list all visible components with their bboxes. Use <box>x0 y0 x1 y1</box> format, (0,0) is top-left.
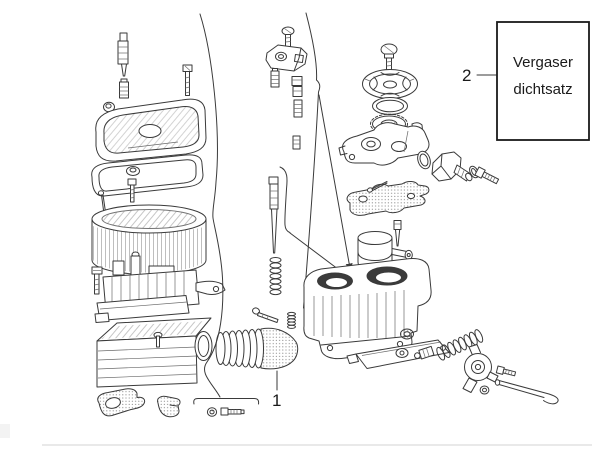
label-part-2: 2 <box>462 66 497 85</box>
lid-screw <box>127 178 137 203</box>
cover-o-ring <box>372 97 408 115</box>
diaphragm-cover <box>362 69 418 99</box>
hardware-bracket <box>193 398 260 405</box>
throttle-body-flange <box>346 339 450 369</box>
float-pin <box>97 190 106 215</box>
cover-gasket <box>91 154 204 197</box>
jet-2 <box>291 76 303 97</box>
label-part-1: 1 <box>272 370 281 410</box>
lever-nut <box>479 385 490 395</box>
pump-jet-pin <box>252 307 279 323</box>
pump-jet-needle <box>366 181 388 193</box>
small-spring <box>287 311 296 329</box>
fuel-inlet-fitting <box>431 151 473 182</box>
callout-box: Vergaser dichtsatz <box>496 21 590 141</box>
float-chamber-cover <box>95 98 207 162</box>
pump-piston <box>414 345 435 360</box>
gasket-grommet <box>126 166 140 176</box>
inlet-o-ring <box>417 150 431 170</box>
part-number-2: 2 <box>462 66 471 85</box>
cable-clamp-block <box>265 44 308 72</box>
callout-line-1: Vergaser <box>513 54 573 71</box>
jet-1 <box>270 68 280 88</box>
left-carburetor-body <box>91 251 226 323</box>
air-cleaner-housing <box>96 317 213 388</box>
throttle-lever-assembly <box>462 344 499 393</box>
needle-spring <box>269 257 282 296</box>
mounting-gasket-a <box>97 388 146 417</box>
float-needle-valve <box>393 220 402 247</box>
callout-line-2: dichtsatz <box>513 81 572 98</box>
part-number-1: 1 <box>272 391 281 410</box>
mounting-gasket-b <box>157 395 181 418</box>
scan-artifact <box>0 424 10 438</box>
center-screw <box>281 26 295 47</box>
bracket-nut <box>206 407 218 417</box>
carburetor-top-cover <box>338 122 430 166</box>
group-divider-left <box>199 13 224 398</box>
discharge-jet <box>400 328 414 340</box>
top-cover-gasket <box>346 181 430 216</box>
lever-bolt <box>495 365 517 377</box>
cover-screw <box>182 64 193 96</box>
main-jet-needle <box>117 32 129 77</box>
banjo-bolt <box>474 166 500 185</box>
cover-screw-top <box>380 43 398 73</box>
jet-4 <box>292 135 301 150</box>
float-needle <box>268 166 291 254</box>
idle-jet <box>119 78 129 99</box>
assembly-arrow-long <box>318 94 353 272</box>
intake-bellows <box>215 327 299 370</box>
jet-3 <box>293 99 303 118</box>
callout-box-border <box>496 21 590 141</box>
group-divider-right <box>303 12 321 309</box>
carburetor-main-body <box>303 258 432 360</box>
bracket-bolt <box>220 407 245 416</box>
throttle-rod <box>494 379 559 405</box>
